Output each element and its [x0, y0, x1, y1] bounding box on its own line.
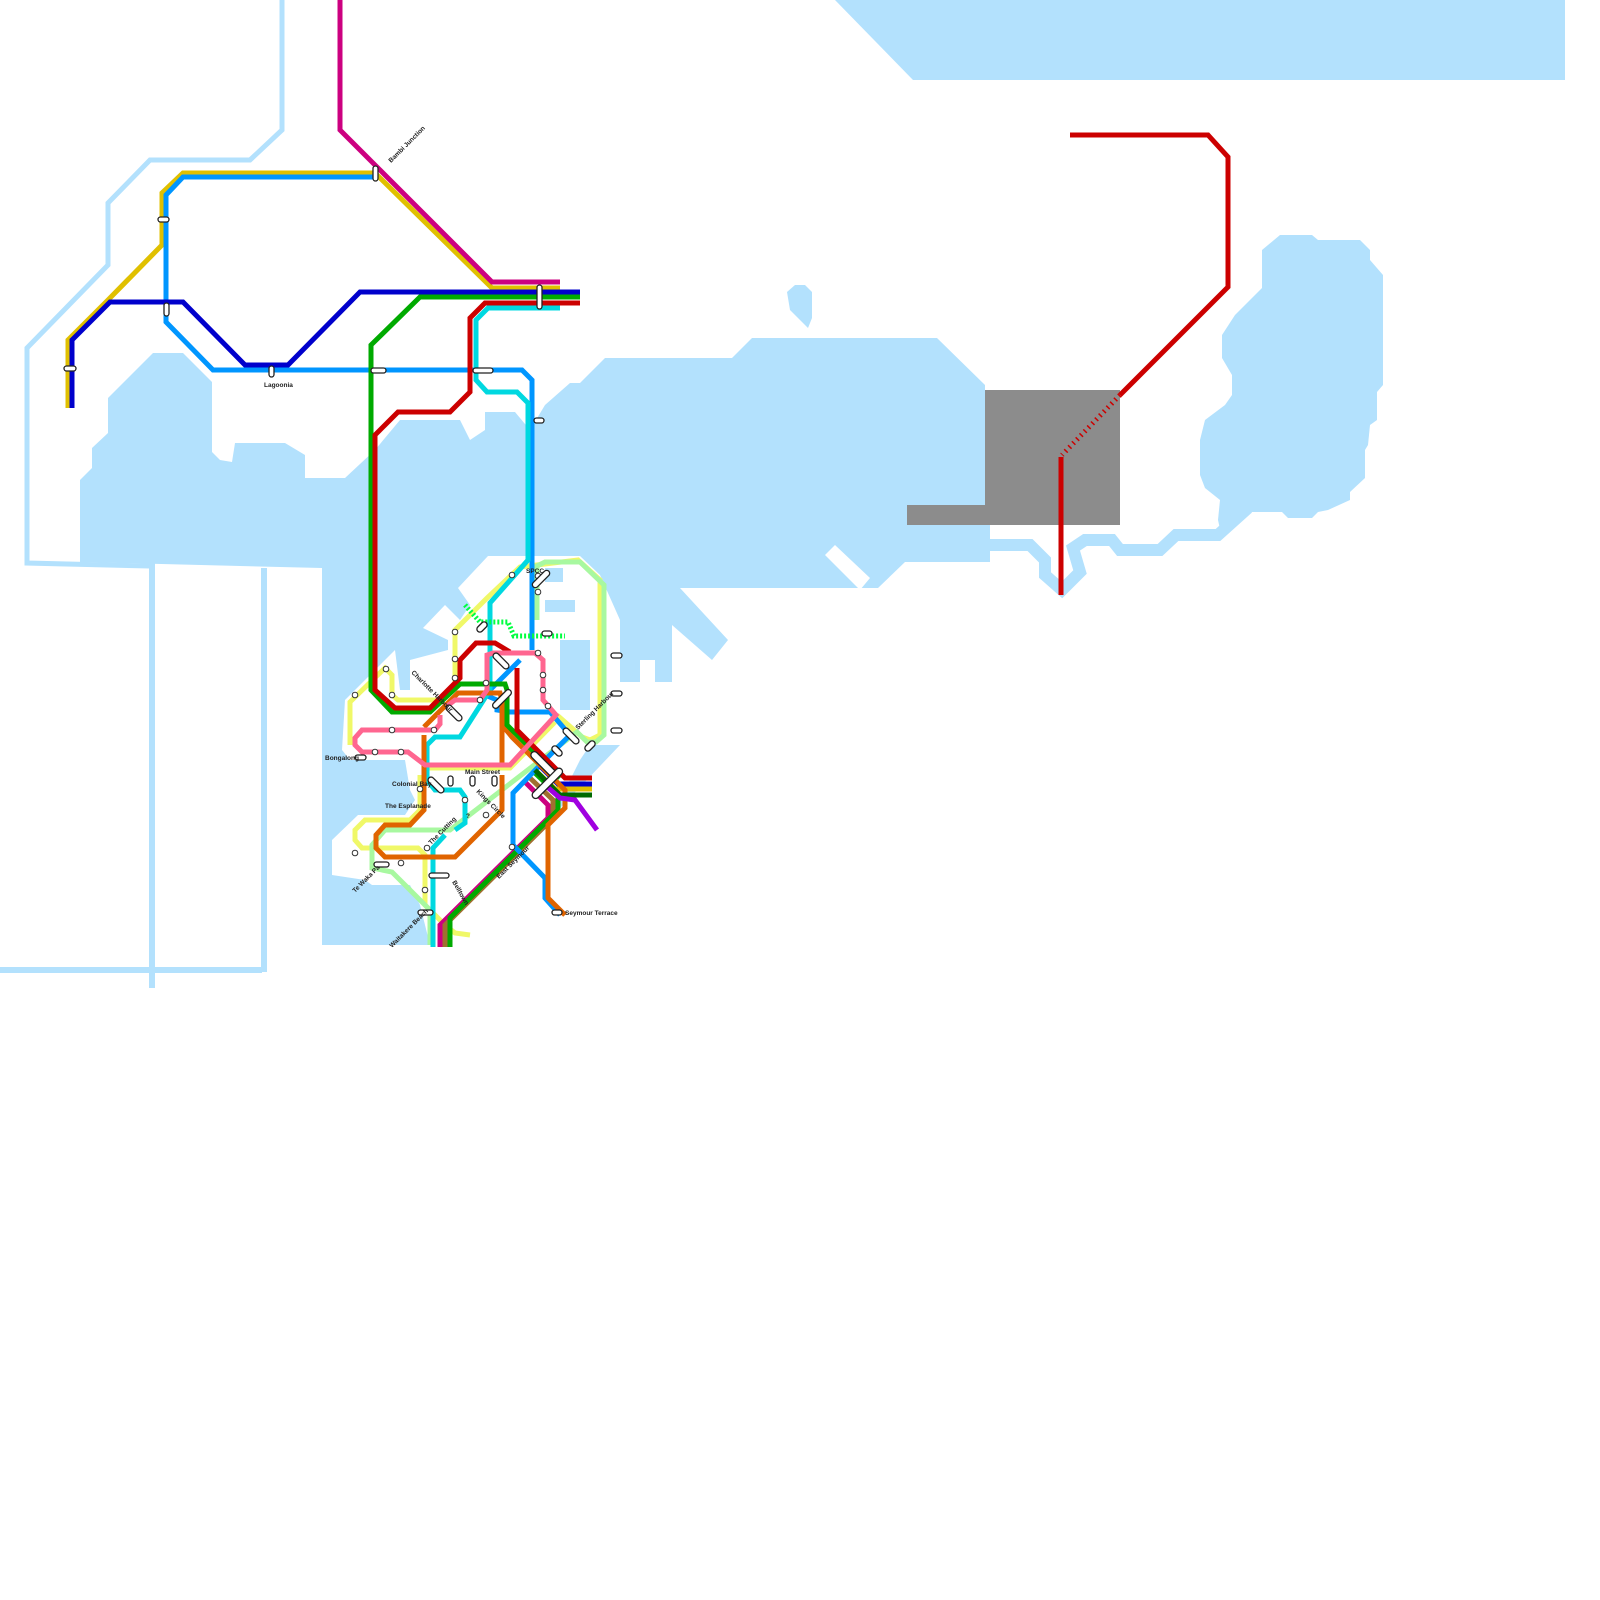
- line-pale-yellow-main-street: [425, 720, 557, 771]
- station[interactable]: [539, 686, 547, 694]
- line-green: [368, 294, 580, 780]
- label-bambi-junction: Bambi Junction: [387, 125, 426, 164]
- station-te-waka-pa[interactable]: [373, 861, 390, 868]
- station-the-cutting[interactable]: [423, 844, 431, 852]
- station[interactable]: [388, 691, 396, 699]
- station[interactable]: [397, 859, 405, 867]
- station[interactable]: [476, 696, 484, 704]
- east-lake-water: [1200, 235, 1383, 538]
- station[interactable]: [472, 367, 494, 374]
- line-red-east: [514, 668, 592, 781]
- label-seymour-terrace: Seymour Terrace: [565, 910, 618, 917]
- station-unnamed[interactable]: [461, 796, 469, 804]
- station-charlotte-harbour[interactable]: [445, 704, 463, 722]
- station-gold-line-west[interactable]: [157, 216, 170, 223]
- peninsula-inlets: [402, 568, 590, 710]
- station[interactable]: [371, 748, 379, 756]
- station[interactable]: [534, 588, 542, 596]
- station-west-terminus[interactable]: [63, 365, 77, 372]
- station-waitakere-beach[interactable]: [417, 909, 434, 916]
- label-bongalong: Bongalong: [325, 755, 359, 762]
- restricted-grey-area: [907, 390, 1120, 525]
- station[interactable]: [534, 649, 542, 657]
- station-red-loop[interactable]: [492, 652, 510, 670]
- line-orange-loop: [373, 735, 505, 860]
- line-purple: [543, 783, 600, 832]
- station[interactable]: [388, 726, 396, 734]
- station[interactable]: [382, 665, 390, 673]
- station-spcc[interactable]: [531, 569, 551, 589]
- station[interactable]: [351, 849, 359, 857]
- station[interactable]: [451, 655, 459, 663]
- inlet-water: [545, 600, 575, 612]
- station-the-esplanade[interactable]: [416, 785, 424, 793]
- label-colonial-bay: Colonial Bay: [392, 781, 432, 788]
- station[interactable]: [351, 691, 359, 699]
- station[interactable]: [610, 727, 623, 734]
- station-lagoonia[interactable]: [268, 365, 275, 378]
- label-the-esplanade: The Esplanade: [385, 803, 431, 810]
- station-bongalong[interactable]: [354, 754, 367, 761]
- inlet-water: [787, 285, 812, 328]
- north-bay-water: [835, 0, 1565, 80]
- station-blue-line-west[interactable]: [163, 302, 170, 317]
- label-lagoonia: Lagoonia: [264, 382, 293, 389]
- station-colonial-bay[interactable]: [427, 776, 445, 794]
- station[interactable]: [551, 745, 564, 758]
- station-bambi-junction[interactable]: [372, 165, 379, 182]
- line-pale-green: [369, 559, 607, 945]
- station[interactable]: [584, 740, 597, 753]
- water-channels: [0, 0, 1253, 988]
- station[interactable]: [541, 630, 553, 637]
- line-gold: [65, 170, 560, 408]
- station[interactable]: [447, 775, 454, 787]
- station[interactable]: [610, 652, 623, 659]
- inlet-water: [402, 655, 409, 690]
- label-unnamed: ?: [466, 813, 470, 820]
- water-layer: [80, 0, 1565, 945]
- stations: [63, 165, 623, 916]
- station[interactable]: [451, 628, 459, 636]
- line-blue: [163, 174, 535, 650]
- line-red-east-branch: [1070, 132, 1231, 397]
- station[interactable]: [491, 775, 498, 787]
- station[interactable]: [370, 367, 387, 374]
- station[interactable]: [397, 748, 405, 756]
- label-main-street: Main Street: [465, 769, 501, 776]
- east-strip-land: [825, 545, 870, 590]
- station[interactable]: [421, 886, 429, 894]
- inlet-water: [560, 640, 590, 710]
- station-main-street[interactable]: [469, 775, 476, 787]
- station-central-interchange-cross[interactable]: [531, 767, 564, 800]
- line-red: [372, 300, 580, 711]
- station-sterling-harbour[interactable]: [562, 727, 580, 745]
- station[interactable]: [451, 674, 459, 682]
- station-east-seymour[interactable]: [508, 843, 516, 851]
- station[interactable]: [533, 417, 545, 424]
- line-dark-blue: [69, 289, 580, 408]
- line-cyan: [424, 305, 560, 833]
- station-seymour-terrace[interactable]: [551, 909, 563, 916]
- station-cyan-interchange[interactable]: [491, 688, 513, 710]
- station-lime[interactable]: [476, 621, 489, 634]
- station-belltown[interactable]: [428, 872, 450, 879]
- station[interactable]: [544, 702, 552, 710]
- station[interactable]: [536, 284, 543, 310]
- metro-lines: [65, 0, 1231, 947]
- station[interactable]: [539, 671, 547, 679]
- station[interactable]: [508, 571, 516, 579]
- station[interactable]: [430, 726, 438, 734]
- station[interactable]: [610, 690, 623, 697]
- station[interactable]: [482, 679, 490, 687]
- label-spcc: SPCC: [526, 568, 544, 575]
- line-magenta: [337, 0, 560, 285]
- station-kings-circle[interactable]: [482, 811, 490, 819]
